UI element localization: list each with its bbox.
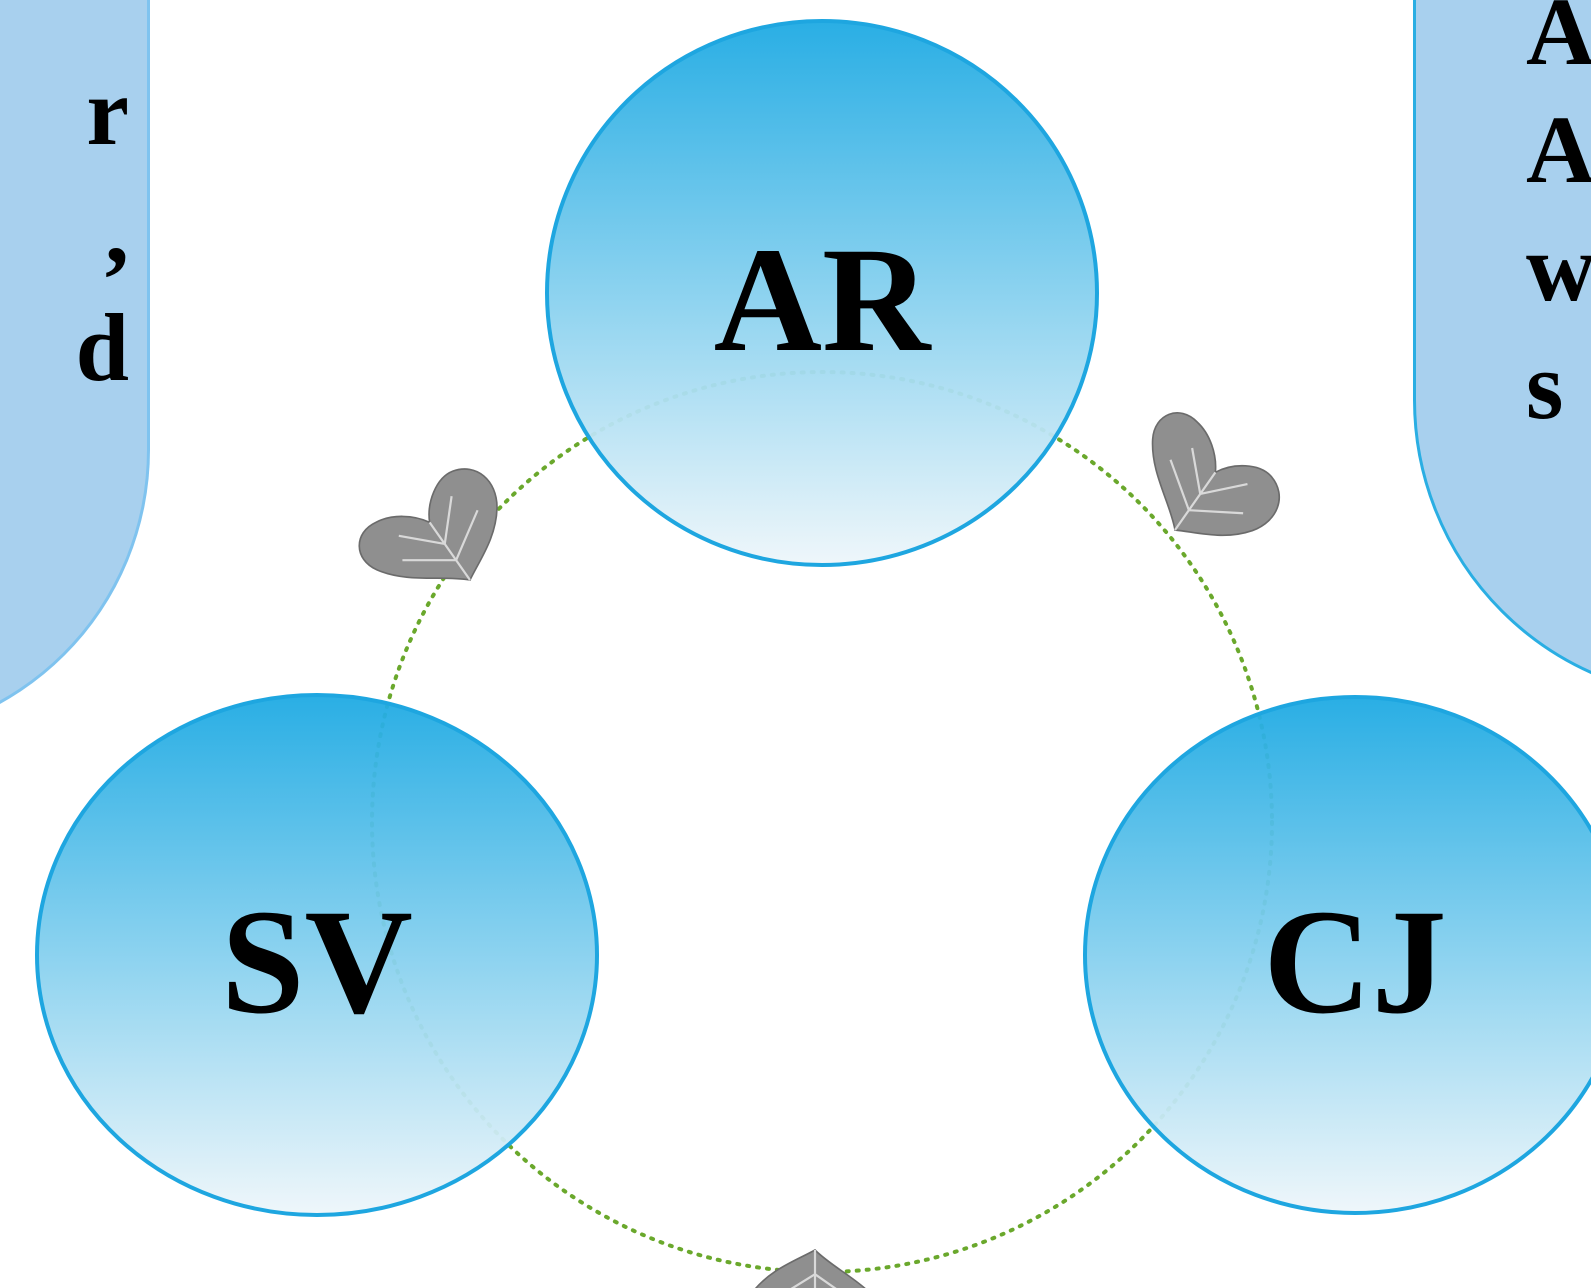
node-sv: SV (35, 693, 599, 1217)
left-callout-text: r , d (76, 53, 129, 407)
node-ar-circle (545, 19, 1099, 567)
right-callout-line: w (1526, 214, 1591, 321)
node-ar-label: AR (714, 217, 932, 383)
right-callout-line: s (1526, 332, 1564, 439)
leaf-icon (1112, 402, 1294, 573)
node-sv-label: SV (221, 879, 413, 1045)
node-cj: CJ (1083, 695, 1591, 1215)
left-callout-line: d (75, 294, 129, 401)
left-callout-line: , (105, 176, 129, 283)
right-callout-line: A (1526, 96, 1591, 203)
node-cj-label: CJ (1263, 879, 1446, 1045)
left-callout-box: r , d (0, 0, 150, 740)
node-ar: AR (545, 19, 1099, 567)
left-callout-line: r (86, 58, 129, 165)
right-callout-text: A A w s (1526, 0, 1591, 445)
node-sv-circle (35, 693, 599, 1217)
leaf-icon (348, 454, 531, 625)
right-callout-line: A (1526, 0, 1591, 85)
node-cj-circle (1083, 695, 1591, 1215)
